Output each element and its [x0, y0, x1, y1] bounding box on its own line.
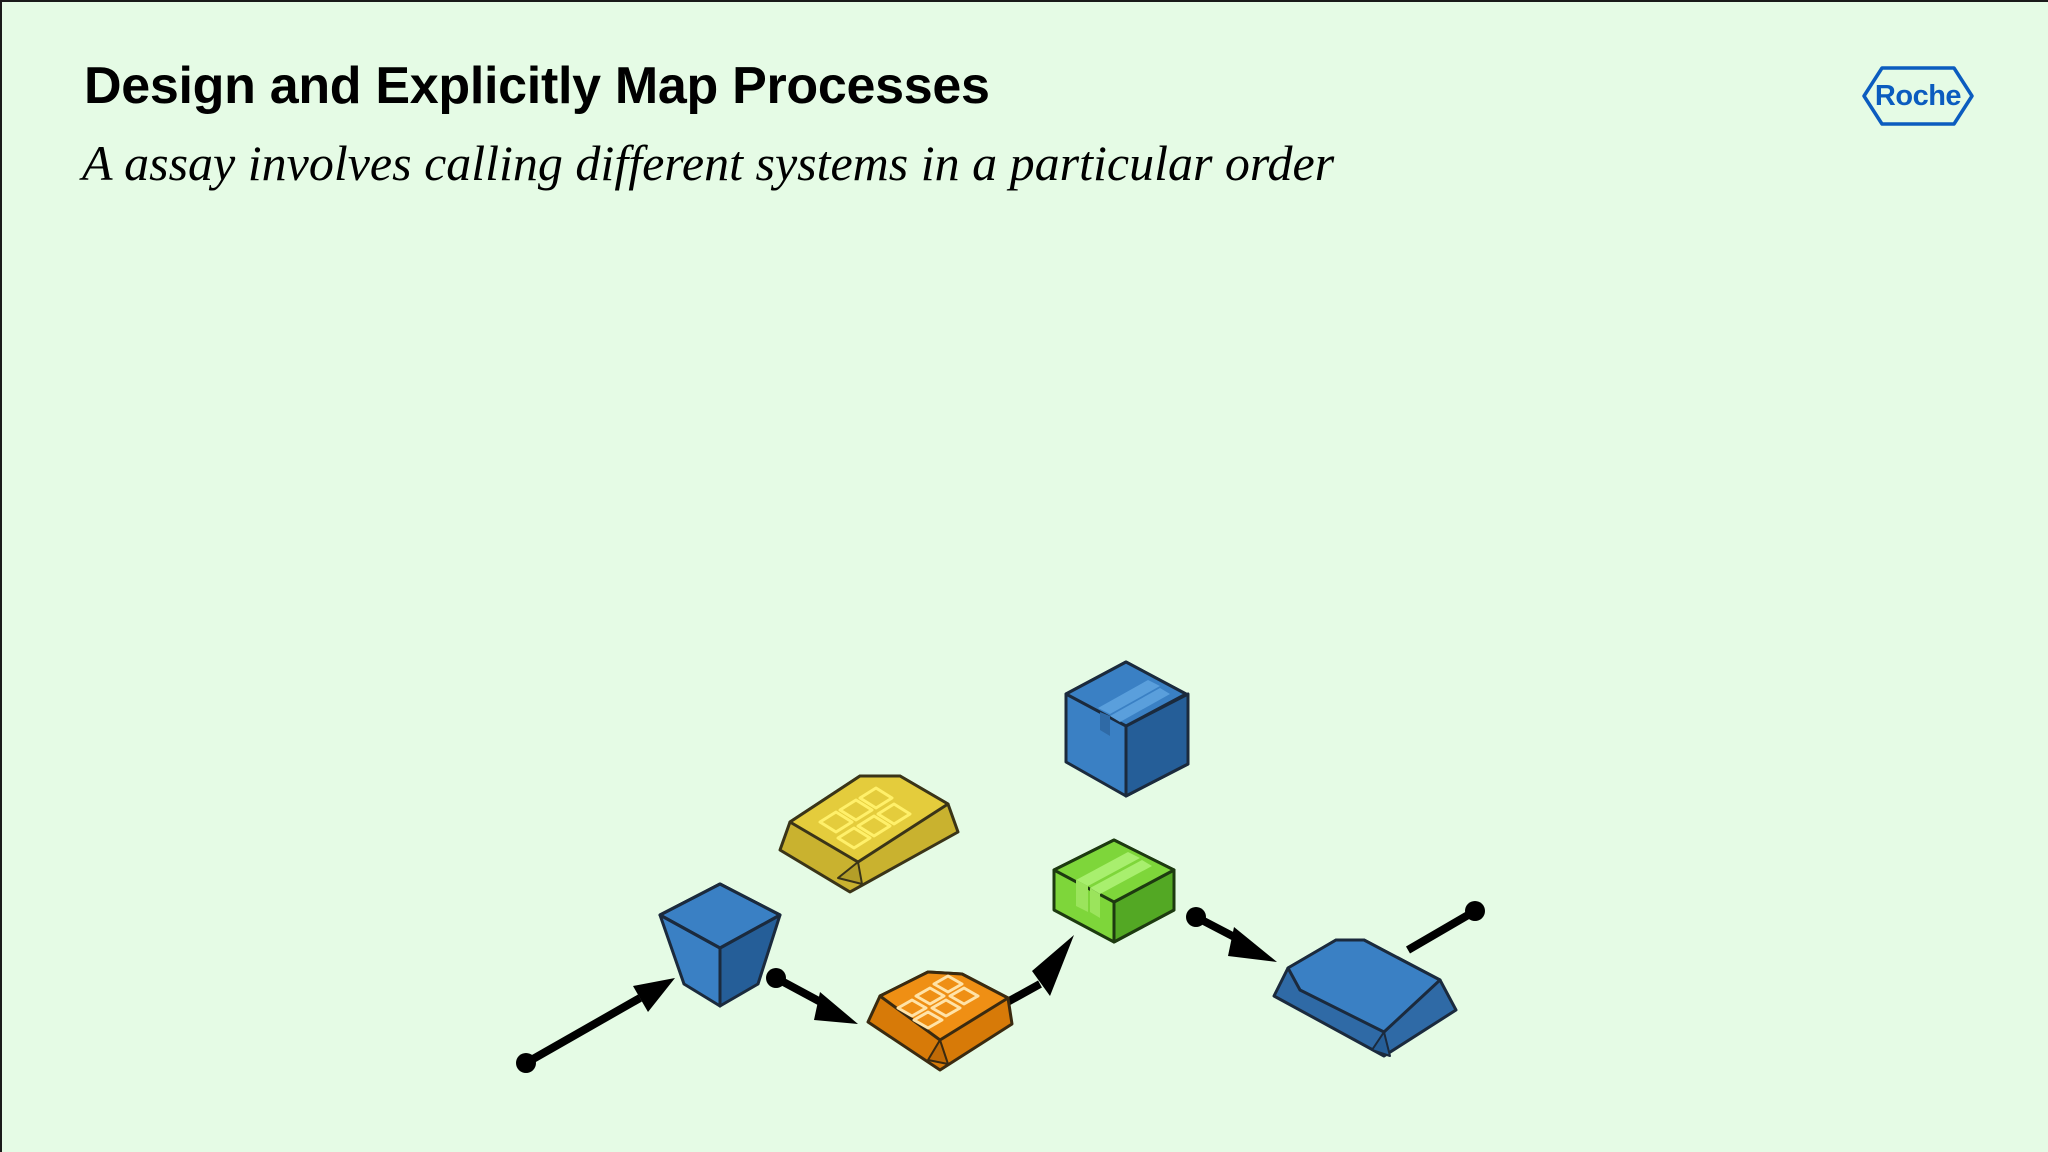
slide-subtitle: A assay involves calling different syste… [82, 135, 1335, 191]
green-module-icon [1052, 838, 1176, 944]
connector-2 [766, 968, 858, 1024]
connector-4 [1186, 907, 1277, 962]
storage-cube-icon [1064, 660, 1190, 798]
flat-tray-icon [1272, 938, 1458, 1058]
connector-5 [1405, 901, 1485, 954]
roche-logo: Roche [1862, 66, 1974, 126]
tapered-block-icon [658, 882, 782, 1008]
slide-title: Design and Explicitly Map Processes [84, 57, 990, 115]
connector-1 [516, 978, 675, 1073]
yellow-well-plate-icon [778, 774, 960, 894]
roche-logo-text: Roche [1874, 80, 1962, 112]
orange-well-plate-icon [866, 970, 1014, 1072]
